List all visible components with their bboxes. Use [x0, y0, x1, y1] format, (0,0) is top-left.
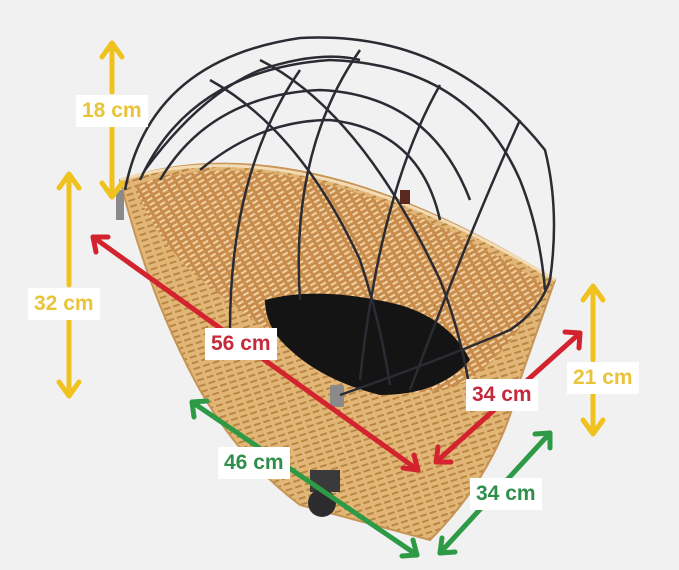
- dimension-label-bottom-length: 46 cm: [218, 447, 290, 479]
- wire-cage: [123, 36, 556, 397]
- dimension-label-bottom-width: 34 cm: [470, 478, 542, 510]
- yellow-arrows: [56, 40, 606, 437]
- dimension-label-cage-height: 18 cm: [76, 95, 148, 127]
- dimension-label-top-length: 56 cm: [205, 328, 277, 360]
- dimension-label-top-width: 34 cm: [466, 379, 538, 411]
- dimension-label-total-height: 32 cm: [28, 288, 100, 320]
- dimension-label-front-height: 21 cm: [567, 362, 639, 394]
